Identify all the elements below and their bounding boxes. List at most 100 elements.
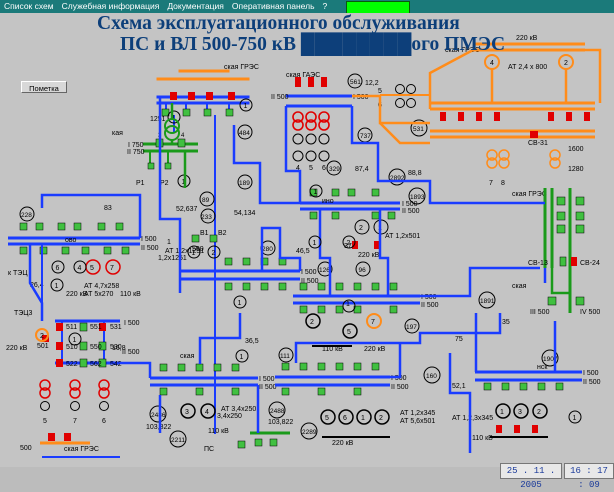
svg-text:АТ 1,2х1251: АТ 1,2х1251: [165, 248, 204, 255]
svg-text:ино: ино: [322, 198, 334, 205]
svg-text:1: 1: [182, 179, 186, 186]
svg-text:II 500: II 500: [421, 302, 439, 309]
svg-text:2488: 2488: [270, 408, 285, 415]
svg-text:542: 542: [110, 361, 122, 368]
svg-text:1: 1: [192, 250, 196, 257]
svg-text:P1: P1: [136, 180, 145, 187]
svg-text:АТ 1,2,3х345: АТ 1,2,3х345: [452, 415, 493, 422]
svg-text:103,822: 103,822: [268, 419, 293, 426]
svg-text:522: 522: [66, 361, 78, 368]
svg-text:87,4: 87,4: [355, 166, 369, 173]
svg-text:1891: 1891: [480, 298, 495, 305]
svg-text:4: 4: [181, 133, 185, 139]
svg-text:4: 4: [490, 60, 494, 67]
menu-service-info[interactable]: Служебная информация: [61, 1, 160, 11]
svg-text:II 500: II 500: [141, 245, 159, 252]
svg-text:I 500: I 500: [353, 94, 369, 101]
svg-text:5: 5: [43, 418, 47, 425]
svg-text:111: 111: [280, 353, 290, 360]
svg-text:1: 1: [313, 240, 317, 247]
svg-text:P2: P2: [160, 180, 169, 187]
svg-text:I 500: I 500: [259, 376, 275, 383]
menu-help[interactable]: ?: [322, 1, 328, 11]
svg-text:2: 2: [379, 415, 383, 422]
gres-right-green: ская ГРЭС СВ-13 СВ-24 III 500 IV 500 ска…: [478, 188, 600, 316]
svg-text:220 кВ: 220 кВ: [364, 346, 386, 353]
svg-text:6: 6: [56, 265, 60, 272]
mark-button[interactable]: Пометка: [21, 81, 67, 93]
svg-text:1600: 1600: [568, 146, 584, 153]
svg-text:5: 5: [309, 165, 313, 172]
svg-text:220 кВ: 220 кВ: [6, 345, 28, 352]
time-display: 16 : 17 : 09: [564, 463, 614, 490]
svg-text:1907: 1907: [543, 356, 558, 363]
svg-text:СВ-13: СВ-13: [528, 260, 548, 267]
svg-text:1893: 1893: [410, 194, 425, 201]
svg-text:89: 89: [202, 197, 210, 204]
station-bottom-right: I 500 II 500 нск 1907 1 3 2 АТ 1,2,3х345…: [452, 319, 601, 442]
svg-text:511: 511: [66, 324, 77, 331]
svg-text:II 500: II 500: [259, 384, 277, 391]
svg-text:I 750: I 750: [128, 142, 144, 149]
svg-text:5: 5: [90, 265, 94, 272]
menu-operative-panel[interactable]: Оперативная панель: [231, 1, 315, 11]
svg-text:83: 83: [104, 205, 112, 212]
svg-text:233: 233: [201, 214, 212, 221]
svg-text:7: 7: [110, 265, 114, 272]
svg-text:2: 2: [537, 409, 541, 416]
svg-text:75: 75: [455, 336, 463, 343]
svg-text:4: 4: [205, 409, 209, 416]
svg-text:110 кВ: 110 кВ: [322, 346, 343, 353]
svg-text:II 500: II 500: [271, 94, 289, 101]
menu-documentation[interactable]: Документация: [167, 1, 224, 11]
svg-text:I 500: I 500: [141, 236, 157, 243]
svg-text:АТ 5х270: АТ 5х270: [84, 291, 114, 298]
svg-text:2: 2: [40, 333, 44, 340]
station-right-center: I 500 II 500 126 96 2 5 7 197 110 кВ 220…: [293, 261, 439, 353]
svg-text:1: 1: [500, 409, 504, 416]
svg-text:нск: нск: [537, 364, 548, 371]
svg-text:СВ-24: СВ-24: [580, 260, 600, 267]
svg-text:110 кВ: 110 кВ: [120, 291, 141, 298]
svg-text:ская: ская: [512, 283, 527, 290]
menu-bar: Список схем Служебная информация Докумен…: [0, 0, 614, 13]
svg-text:220 кВ: 220 кВ: [66, 291, 88, 298]
svg-text:220 кВ: 220 кВ: [516, 35, 538, 42]
svg-text:220 кВ: 220 кВ: [358, 252, 380, 259]
svg-text:ТЭЦ3: ТЭЦ3: [14, 310, 32, 317]
svg-text:6: 6: [102, 418, 106, 425]
svg-text:500: 500: [192, 246, 204, 253]
svg-text:54,134: 54,134: [234, 210, 256, 217]
svg-text:АТ 1,2х345: АТ 1,2х345: [400, 410, 435, 417]
page-title-line2: ПС и ВЛ 500-750 кВ ████████ого ПМЭС: [120, 34, 506, 55]
svg-text:26,4: 26,4: [30, 282, 44, 289]
svg-text:52,637: 52,637: [176, 206, 198, 213]
green-lines: [170, 103, 570, 295]
svg-text:АТ 1,2х501: АТ 1,2х501: [385, 233, 420, 240]
schema-canvas: 1 1 ская ГРЭС I 750 II 750 3 4 1251 P1 P…: [0, 13, 614, 490]
gres-top-station: 1 1 ская ГРЭС: [156, 64, 259, 434]
svg-text:1: 1: [244, 103, 248, 110]
svg-text:СВ-31: СВ-31: [528, 140, 548, 147]
svg-text:2289: 2289: [302, 429, 317, 436]
svg-text:ская ГАЭС: ская ГАЭС: [286, 72, 320, 79]
svg-text:12,2: 12,2: [365, 80, 379, 87]
svg-text:III 500: III 500: [530, 309, 550, 316]
svg-text:1: 1: [361, 415, 365, 422]
station-bottom-left: I 500 II 500 36,5 1 3 4 АТ 3,4х250 3,4х2…: [146, 338, 277, 448]
gres-right-station: ская ГРЭС 220 кВ 4 2 АТ 2,4 х 800 СВ-31 …: [378, 35, 595, 187]
svg-text:2: 2: [359, 225, 363, 232]
svg-text:189: 189: [239, 180, 250, 187]
svg-text:5: 5: [347, 329, 351, 336]
svg-text:АТ 2,4 х 800: АТ 2,4 х 800: [508, 64, 547, 71]
svg-text:562: 562: [90, 361, 102, 368]
svg-text:329: 329: [329, 166, 340, 173]
svg-text:АТ 3,4х250: АТ 3,4х250: [221, 406, 256, 413]
svg-text:2: 2: [347, 240, 351, 247]
svg-text:кая: кая: [112, 130, 123, 137]
menu-schemes-list[interactable]: Список схем: [4, 1, 54, 11]
svg-text:I 500: I 500: [583, 370, 599, 377]
svg-text:I 500: I 500: [421, 294, 437, 301]
svg-text:1: 1: [238, 300, 242, 307]
svg-text:к ТЭЦ: к ТЭЦ: [8, 270, 28, 277]
